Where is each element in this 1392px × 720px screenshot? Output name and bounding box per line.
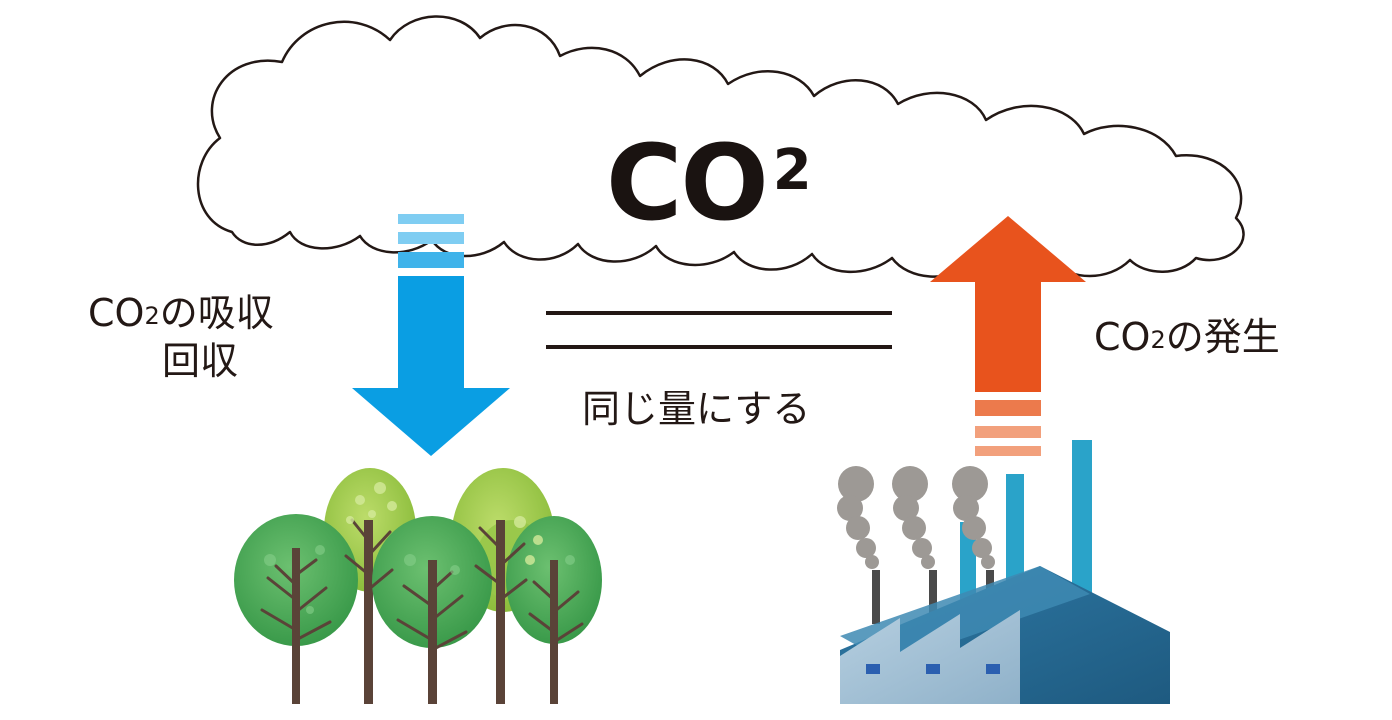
absorption-suffix-text: の吸収 [159,291,274,335]
same-amount-label: 同じ量にする [582,387,811,431]
cloud-co2-subscript: 2 [772,138,812,203]
factory-icon [837,440,1170,704]
emission-co-text: CO [1094,315,1151,359]
emission-suffix-text: の発生 [1165,315,1280,359]
absorption-subscript: 2 [144,302,160,330]
emission-subscript: 2 [1150,326,1166,354]
cloud-co2-text: CO [606,122,769,244]
cloud-icon [196,15,1245,279]
recovery-label: 回収 [162,339,239,383]
absorption-label: CO2の吸収 [88,290,274,341]
equals-sign-icon [546,311,892,349]
up-arrow-icon [930,216,1086,456]
emission-label: CO2の発生 [1094,314,1280,365]
down-arrow-icon [352,214,510,456]
forest-icon [234,468,602,704]
absorption-co-text: CO [88,291,145,335]
